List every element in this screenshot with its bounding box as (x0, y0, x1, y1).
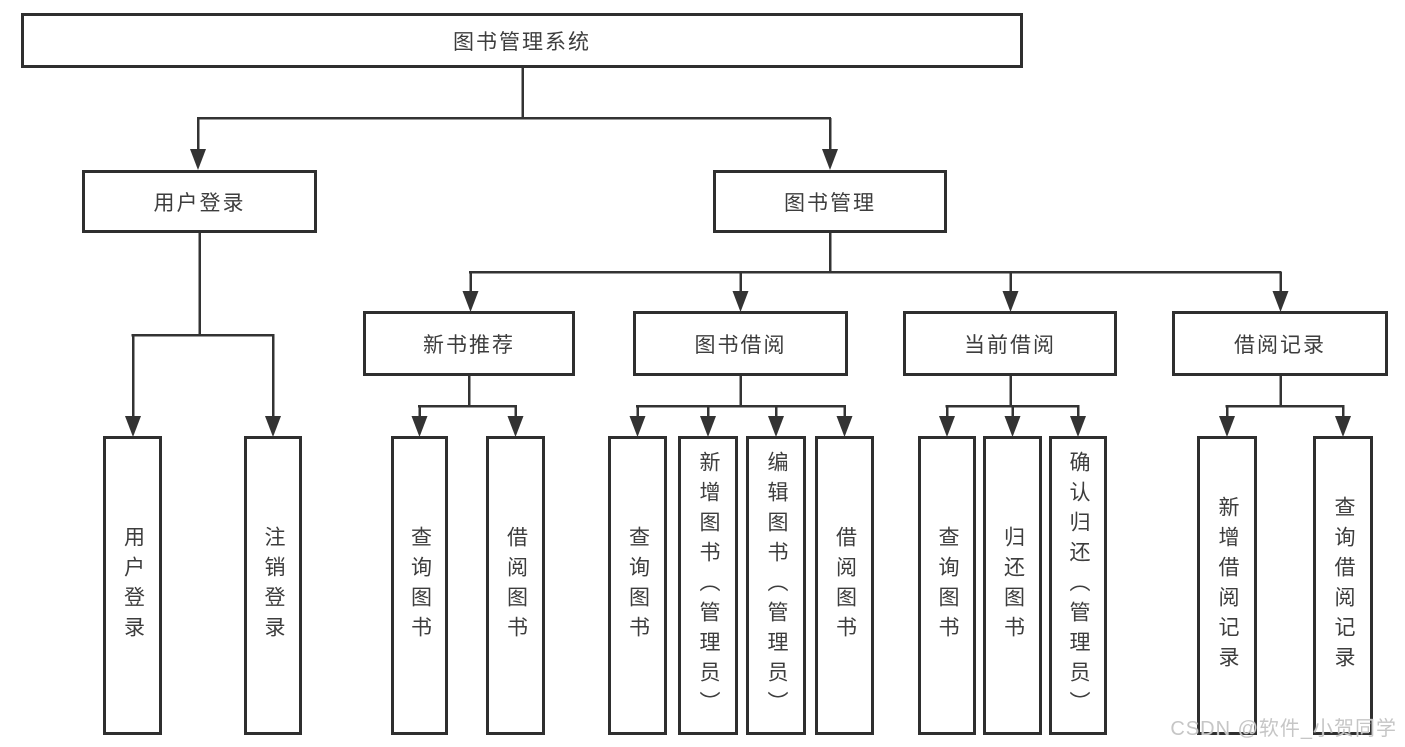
node-book-borrowing: 图书借阅 (633, 311, 848, 376)
node-label: 新书推荐 (423, 333, 515, 357)
arrow-down-icon (629, 416, 646, 437)
leaf-label: 编辑图书（管理员） (765, 450, 788, 721)
leaf-user-login: 用户登录 (103, 436, 162, 735)
tree-connector-path (131, 68, 1345, 417)
leaf-label: 查询图书 (408, 525, 432, 646)
arrow-down-icon (822, 149, 838, 170)
arrow-down-icon (190, 149, 206, 170)
node-user-login: 用户登录 (82, 170, 317, 233)
leaf-label: 归还图书 (1001, 525, 1025, 646)
leaf-query-books: 查询图书 (391, 436, 448, 735)
leaf-label: 查询图书 (936, 525, 959, 646)
leaf-label: 新增图书（管理员） (697, 450, 720, 721)
arrow-down-icon (1070, 416, 1086, 437)
leaf-logout: 注销登录 (244, 436, 302, 735)
leaf-label: 注销登录 (262, 525, 285, 646)
node-label: 图书借阅 (694, 333, 787, 357)
arrow-down-icon (507, 416, 524, 437)
leaf-edit-books-admin: 编辑图书（管理员） (746, 436, 806, 735)
arrow-down-icon (1219, 416, 1235, 437)
arrow-down-icon (939, 416, 955, 437)
node-label: 图书管理系统 (453, 30, 591, 54)
leaf-label: 借阅图书 (833, 525, 857, 646)
node-label: 图书管理 (784, 191, 876, 215)
arrow-down-icon (1002, 291, 1019, 312)
leaf-borrow-books: 借阅图书 (815, 436, 874, 735)
leaf-query-books: 查询图书 (608, 436, 667, 735)
node-label: 借阅记录 (1234, 333, 1326, 357)
watermark: CSDN @软件_小贺同学 (1170, 718, 1397, 740)
arrow-down-icon (836, 416, 853, 437)
leaf-query-books: 查询图书 (918, 436, 976, 735)
leaf-add-borrow-record: 新增借阅记录 (1197, 436, 1257, 735)
leaf-label: 查询借阅记录 (1332, 495, 1355, 676)
node-borrowing-records: 借阅记录 (1172, 311, 1388, 376)
leaf-label: 借阅图书 (504, 525, 528, 646)
node-label: 用户登录 (153, 191, 246, 215)
node-book-management: 图书管理 (713, 170, 947, 233)
arrow-down-icon (411, 416, 428, 437)
leaf-label: 新增借阅记录 (1216, 495, 1239, 676)
arrow-down-icon (1004, 416, 1021, 437)
arrow-down-icon (125, 416, 141, 437)
leaf-borrow-books: 借阅图书 (486, 436, 545, 735)
arrow-down-icon (462, 291, 479, 312)
node-new-book-recommendation: 新书推荐 (363, 311, 575, 376)
arrow-down-icon (768, 416, 784, 437)
arrowheads (125, 149, 1351, 437)
leaf-add-books-admin: 新增图书（管理员） (678, 436, 738, 735)
leaf-label: 查询图书 (626, 525, 650, 646)
leaf-confirm-return-admin: 确认归还（管理员） (1049, 436, 1107, 735)
node-label: 当前借阅 (964, 333, 1056, 357)
node-library-management-system: 图书管理系统 (21, 13, 1023, 68)
leaf-query-borrow-record: 查询借阅记录 (1313, 436, 1373, 735)
arrow-down-icon (732, 291, 749, 312)
leaf-return-books: 归还图书 (983, 436, 1042, 735)
leaf-label: 用户登录 (121, 525, 145, 646)
arrow-down-icon (265, 416, 281, 437)
leaf-label: 确认归还（管理员） (1067, 450, 1090, 721)
node-current-borrowing: 当前借阅 (903, 311, 1117, 376)
arrow-down-icon (1272, 291, 1289, 312)
arrow-down-icon (700, 416, 716, 437)
arrow-down-icon (1335, 416, 1351, 437)
